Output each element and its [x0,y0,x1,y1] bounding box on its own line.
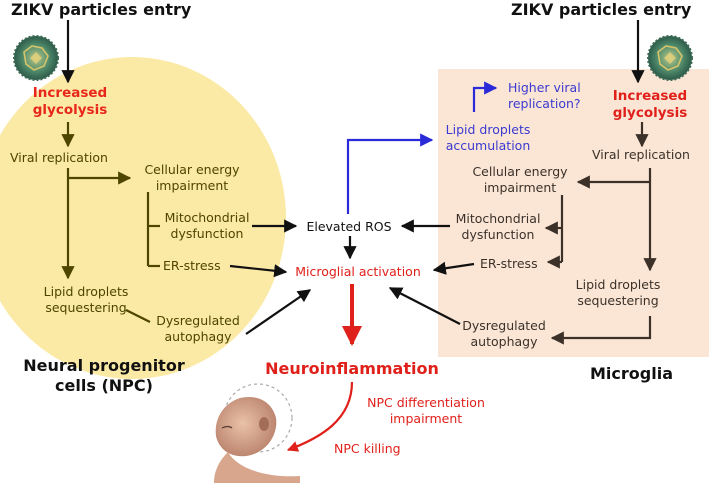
neuroinflammation-to-infant-arrow [286,381,354,452]
npc-viral-replication: Viral replication [10,150,108,165]
mg-glycolysis-line1: Increased [612,88,688,104]
mg-energy-line1: Cellular energy [472,164,568,179]
npc-lipid-line2: sequestering [45,299,127,315]
npc-diff-line1: NPC differentiation [367,395,485,410]
mg-mito-line2: dysfunction [461,226,535,242]
mg-viral-replication: Viral replication [592,147,690,162]
npc-autophagy-line2: autophagy [164,328,232,344]
npc-glycolysis-line2: glycolysis [32,101,108,118]
npc-energy-line1: Cellular energy [144,162,240,177]
microglia-region-label: Microglia [590,364,673,383]
npc-er-to-activation-arrow [229,264,288,278]
npc-increased-glycolysis: Increased glycolysis [14,85,126,119]
mg-increased-glycolysis: Increased glycolysis [598,88,702,122]
mg-lipid-droplets-accumulation: Lipid droplets accumulation [436,122,540,153]
mg-higher-viral-line1: Higher viral [508,80,581,95]
mg-autophagy-to-activation-arrow [388,287,461,325]
mg-mito-line1: Mitochondrial [455,211,541,226]
npc-lipid-line1: Lipid droplets [43,284,129,299]
npc-mitochondrial-dysfunction: Mitochondrial dysfunction [160,210,254,241]
zikv-entry-title-left: ZIKV particles entry [11,0,192,19]
mg-er-to-activation-arrow [432,261,475,275]
mg-lipid-droplets-sequestering: Lipid droplets sequestering [566,277,670,308]
zikv-virus-icon [13,35,59,81]
npc-mito-line2: dysfunction [170,225,244,241]
zikv-entry-title-right: ZIKV particles entry [511,0,692,19]
npc-cellular-energy-impairment: Cellular energy impairment [132,162,252,193]
npc-differentiation-impairment: NPC differentiation impairment [356,395,496,426]
npc-label-line2: cells (NPC) [55,376,153,395]
npc-diff-line2: impairment [389,410,463,426]
mg-dysregulated-autophagy: Dysregulated autophagy [456,318,552,349]
mg-higher-viral-replication: Higher viral replication? [508,80,581,111]
mg-lipid-accum-line2: accumulation [445,137,531,153]
npc-er-stress: ER-stress [163,258,221,273]
mg-lipid-accum-line1: Lipid droplets [445,122,531,137]
mg-higher-viral-line2: replication? [508,95,581,111]
npc-autophagy-to-activation-arrow [245,289,312,335]
mg-mitochondrial-dysfunction: Mitochondrial dysfunction [450,211,546,242]
lipid-accum-to-higher-viral-arrow [472,81,498,112]
mg-autophagy-line1: Dysregulated [462,318,546,333]
mg-cellular-energy-impairment: Cellular energy impairment [466,164,574,195]
npc-lipid-to-autophagy-arrow [125,309,151,323]
elevated-ros: Elevated ROS [306,219,392,234]
npc-killing: NPC killing [334,441,401,456]
npc-label-line1: Neural progenitor [23,356,185,375]
npc-region-label: Neural progenitor cells (NPC) [4,356,204,396]
neuroinflammation: Neuroinflammation [265,359,439,378]
npc-lipid-droplets-sequestering: Lipid droplets sequestering [34,284,138,315]
mg-autophagy-line2: autophagy [470,333,538,349]
zikv-virus-icon [647,35,693,81]
microglial-activation: Microglial activation [295,264,421,279]
mg-lipid-line2: sequestering [577,292,659,308]
npc-dysregulated-autophagy: Dysregulated autophagy [150,313,246,344]
microglia-region [438,69,709,357]
npc-energy-line2: impairment [155,177,229,193]
mg-lipid-line1: Lipid droplets [575,277,661,292]
infant-microcephaly-icon [214,383,300,483]
npc-autophagy-line1: Dysregulated [156,313,240,328]
npc-mito-line1: Mitochondrial [164,210,250,225]
mg-er-stress: ER-stress [480,256,538,271]
mg-glycolysis-line2: glycolysis [612,104,688,121]
mg-lipid-to-autophagy-arrow [550,316,652,345]
npc-glycolysis-line1: Increased [32,85,108,101]
mg-energy-line2: impairment [483,179,557,195]
ros-to-lipid-accum-arrow [346,133,434,214]
